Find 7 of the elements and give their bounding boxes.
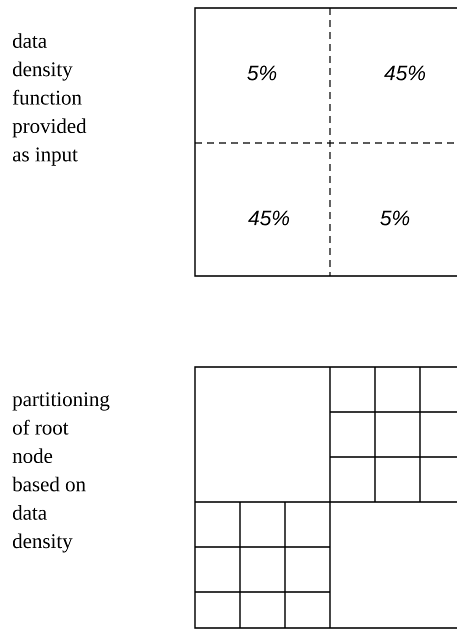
percentage-label: 5%	[247, 66, 276, 80]
percentage-label: 5%	[380, 210, 410, 226]
percentage-label: 45%	[384, 66, 426, 80]
caption-text: partitioning of root node based on data density	[12, 392, 110, 553]
caption-text: data density function provided as input	[12, 33, 86, 166]
quadrant-box	[194, 7, 457, 277]
percentage-label: 45%	[248, 210, 290, 226]
